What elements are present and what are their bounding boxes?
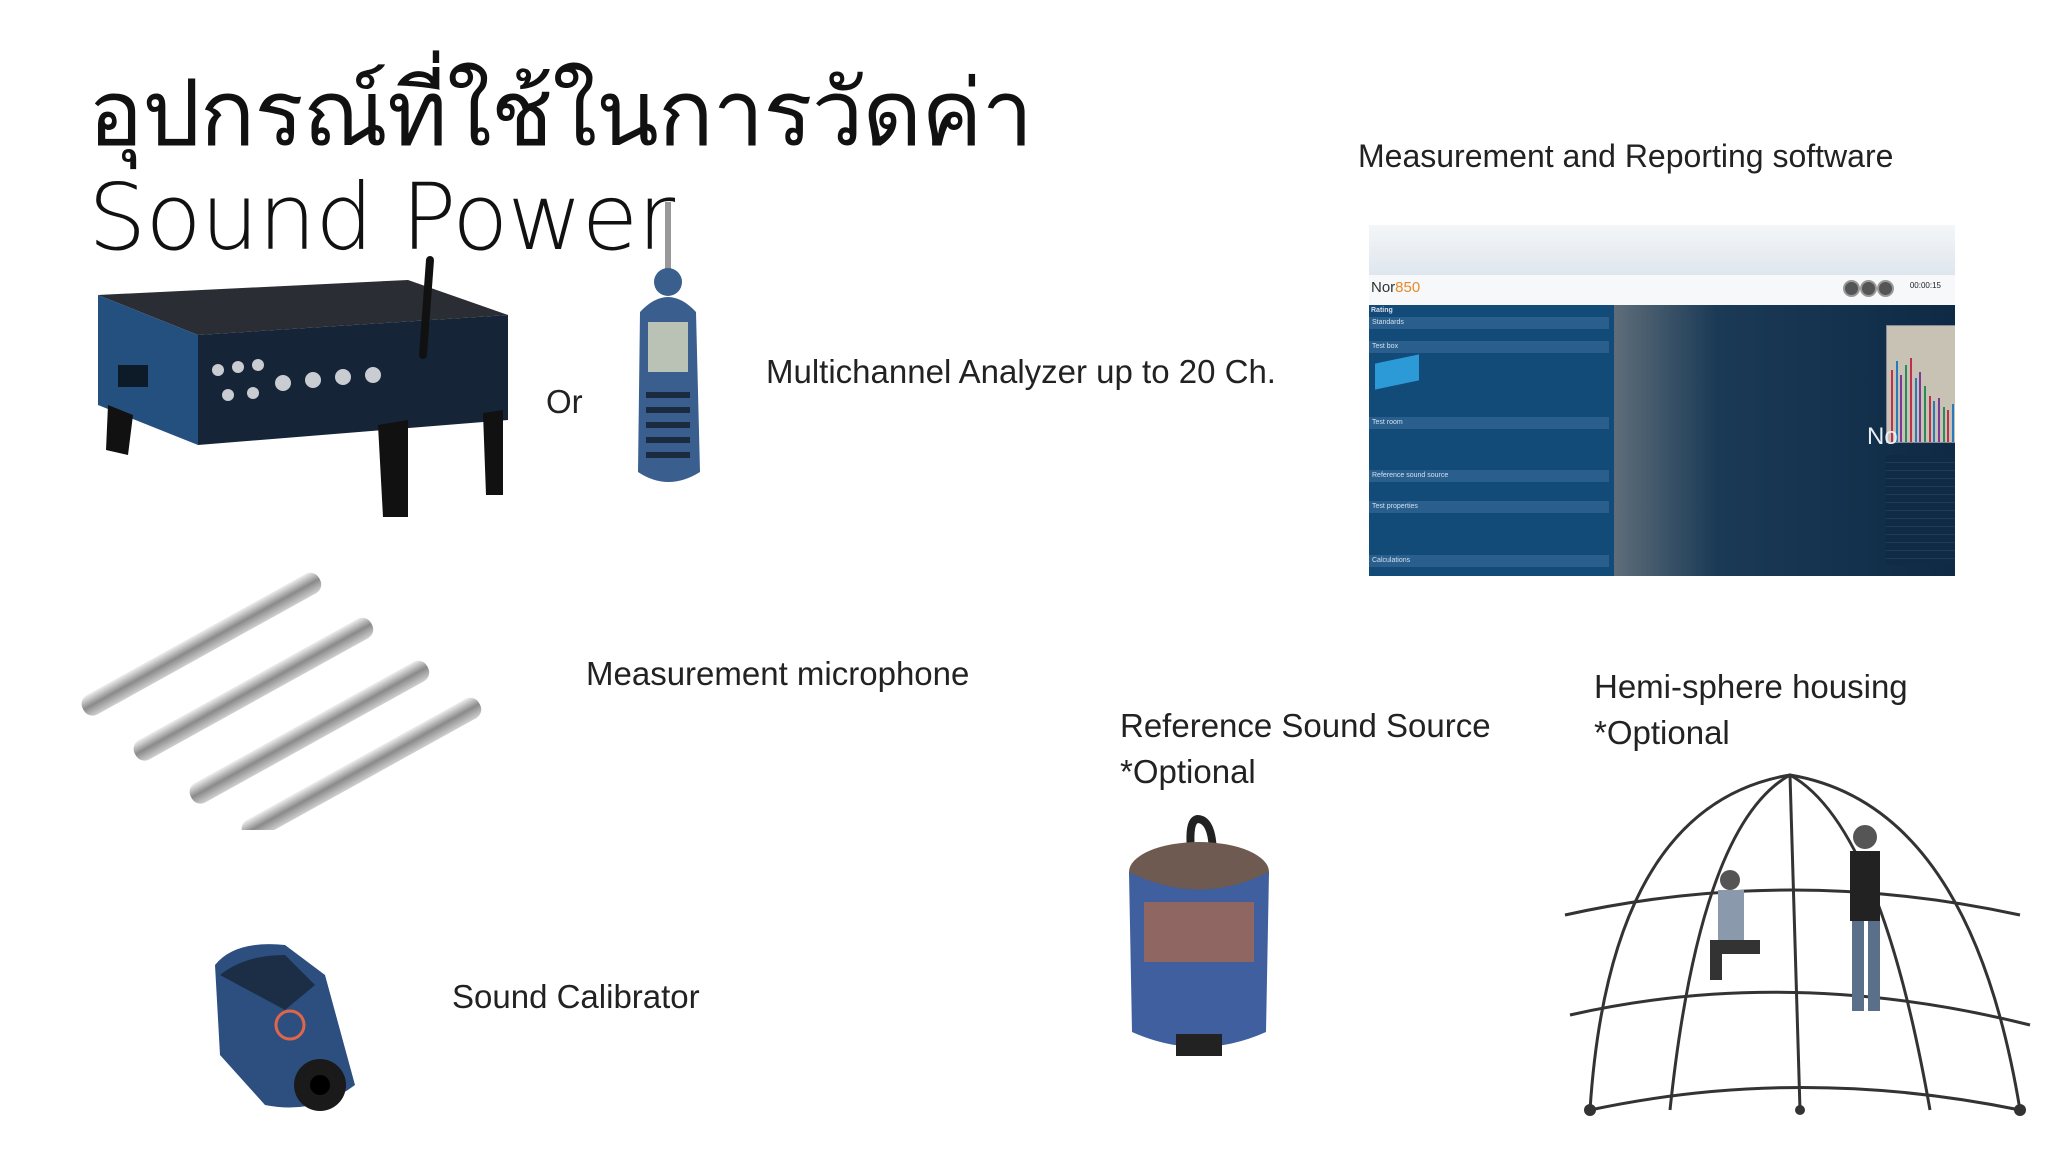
spectrum-bar <box>1947 409 1950 442</box>
timer: 00:00:15 <box>1909 281 1941 290</box>
control-knob-icon <box>1843 280 1860 297</box>
calibrator-label: Sound Calibrator <box>452 978 700 1015</box>
spectrum-bar <box>1933 401 1936 442</box>
panel-title: Rating <box>1371 307 1393 314</box>
spectrum-bar <box>1914 378 1917 442</box>
watermark-text: No <box>1867 423 1898 450</box>
spectrum-bar <box>1938 397 1940 442</box>
spectrum-bar <box>1923 386 1926 442</box>
spectrum-bar <box>1900 374 1903 442</box>
sound-level-meter-image <box>638 202 700 482</box>
section-test-box: Test box <box>1369 341 1609 353</box>
results-table <box>1886 455 1955 565</box>
hemisphere-label: Hemi-sphere housing <box>1594 668 1908 705</box>
spectrum-bar <box>1919 372 1922 442</box>
or-label: Or <box>546 383 583 420</box>
section-test-room: Test room <box>1369 417 1609 429</box>
spectrum-bar <box>1942 407 1945 442</box>
ribbon-toolbar <box>1369 225 1955 275</box>
chart-area: No <box>1614 305 1955 576</box>
section-reference-sound-source: Reference sound source <box>1369 470 1609 482</box>
spectrum-bar <box>1891 370 1893 442</box>
multichannel-analyzer-image <box>98 256 508 517</box>
person-standing <box>1850 825 1880 1011</box>
spectrum-bar <box>1905 365 1908 442</box>
analyzer-label: Multichannel Analyzer up to 20 Ch. <box>766 353 1276 390</box>
software-screenshot: Nor850 00:00:15 Rating Standards Test bo… <box>1369 225 1955 576</box>
section-calculations: Calculations <box>1369 555 1609 567</box>
reference-sound-source-image <box>1129 815 1269 1056</box>
measurement-microphones-image <box>81 572 482 830</box>
software-label: Measurement and Reporting software <box>1358 138 1894 174</box>
spectrum-bar <box>1895 360 1898 442</box>
reference-source-label: Reference Sound Source <box>1120 707 1491 744</box>
control-knob-icon <box>1860 280 1877 297</box>
page-title: อุปกรณ์ที่ใช้ในการวัดค่า Sound Power <box>88 60 1033 271</box>
person-kneeling <box>1710 870 1760 980</box>
reference-source-optional: *Optional <box>1120 753 1256 790</box>
hemisphere-housing-image <box>1564 773 2031 1116</box>
hemisphere-optional: *Optional <box>1594 714 1730 751</box>
spectrum-bar <box>1952 403 1955 442</box>
rating-panel: Rating Standards Test box Test room Refe… <box>1369 305 1614 576</box>
spectrum-bar <box>1909 358 1912 442</box>
control-knob-icon <box>1877 280 1894 297</box>
section-test-properties: Test properties <box>1369 501 1609 513</box>
product-logo: Nor850 <box>1371 279 1421 296</box>
spectrum-chart <box>1886 325 1955 443</box>
sound-calibrator-image <box>215 944 355 1111</box>
software-header: Nor850 00:00:15 <box>1369 275 1955 305</box>
spectrum-bar <box>1928 395 1931 442</box>
section-standards: Standards <box>1369 317 1609 329</box>
object-box-icon <box>1375 354 1419 390</box>
microphone-label: Measurement microphone <box>586 655 970 692</box>
